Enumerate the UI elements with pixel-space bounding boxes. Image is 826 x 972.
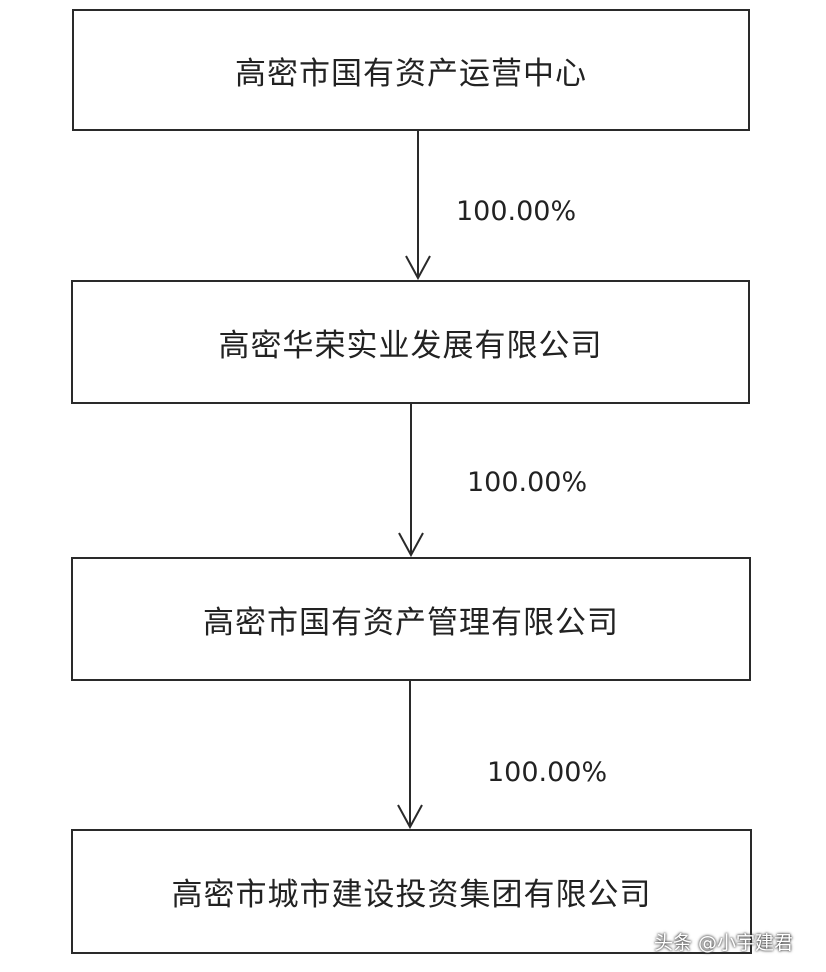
watermark: 头条 @小宇建君 <box>654 932 794 954</box>
ownership-percentage: 100.00% <box>456 196 577 227</box>
arrow-1 <box>405 131 431 281</box>
entity-box-operation-center: 高密市国有资产运营中心 <box>72 9 750 131</box>
entity-label: 高密华荣实业发展有限公司 <box>218 327 603 364</box>
entity-box-asset-management: 高密市国有资产管理有限公司 <box>71 557 751 681</box>
entity-box-huarong: 高密华荣实业发展有限公司 <box>71 280 750 404</box>
arrow-2 <box>398 404 424 558</box>
ownership-percentage: 100.00% <box>467 467 588 498</box>
ownership-percentage: 100.00% <box>487 757 608 788</box>
entity-label: 高密市国有资产运营中心 <box>235 55 587 92</box>
entity-label: 高密市国有资产管理有限公司 <box>203 604 619 641</box>
entity-label: 高密市城市建设投资集团有限公司 <box>171 877 652 913</box>
arrow-3 <box>397 681 423 830</box>
entity-box-city-construction: 高密市城市建设投资集团有限公司 <box>71 829 752 954</box>
